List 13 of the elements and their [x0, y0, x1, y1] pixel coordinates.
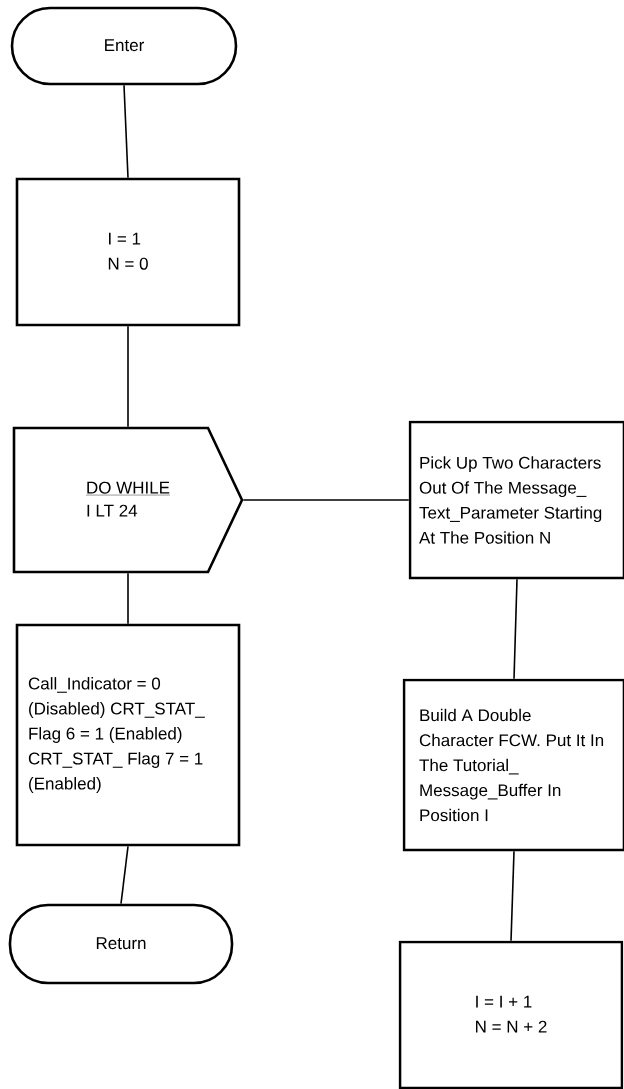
process-box: Call_Indicator = 0 (Disabled) CRT_STAT_ Flag 6 = 1 (Enabled) CRT_STAT_ Flag 7 = 1 (Enabled): [15, 623, 241, 847]
connector-line: [242, 499, 410, 501]
connector-line: [510, 850, 515, 942]
process-box: Pick Up Two Characters Out Of The Message_ Text_Parameter Starting At The Position N: [408, 420, 624, 580]
connector-line: [127, 572, 129, 625]
connector-line: [127, 325, 129, 428]
loop-pentagon: DO WHILE I LT 24: [12, 426, 244, 574]
connector-line: [120, 845, 129, 905]
process-box: I = 1 N = 0: [15, 177, 241, 327]
connector-line: [513, 578, 518, 680]
connector-line: [123, 84, 129, 179]
process-box: Build A Double Character FCW. Put It In The Tutorial_ Message_Buffer In Position I: [402, 678, 624, 852]
process-box: I = I + 1 N = N + 2: [398, 940, 624, 1089]
